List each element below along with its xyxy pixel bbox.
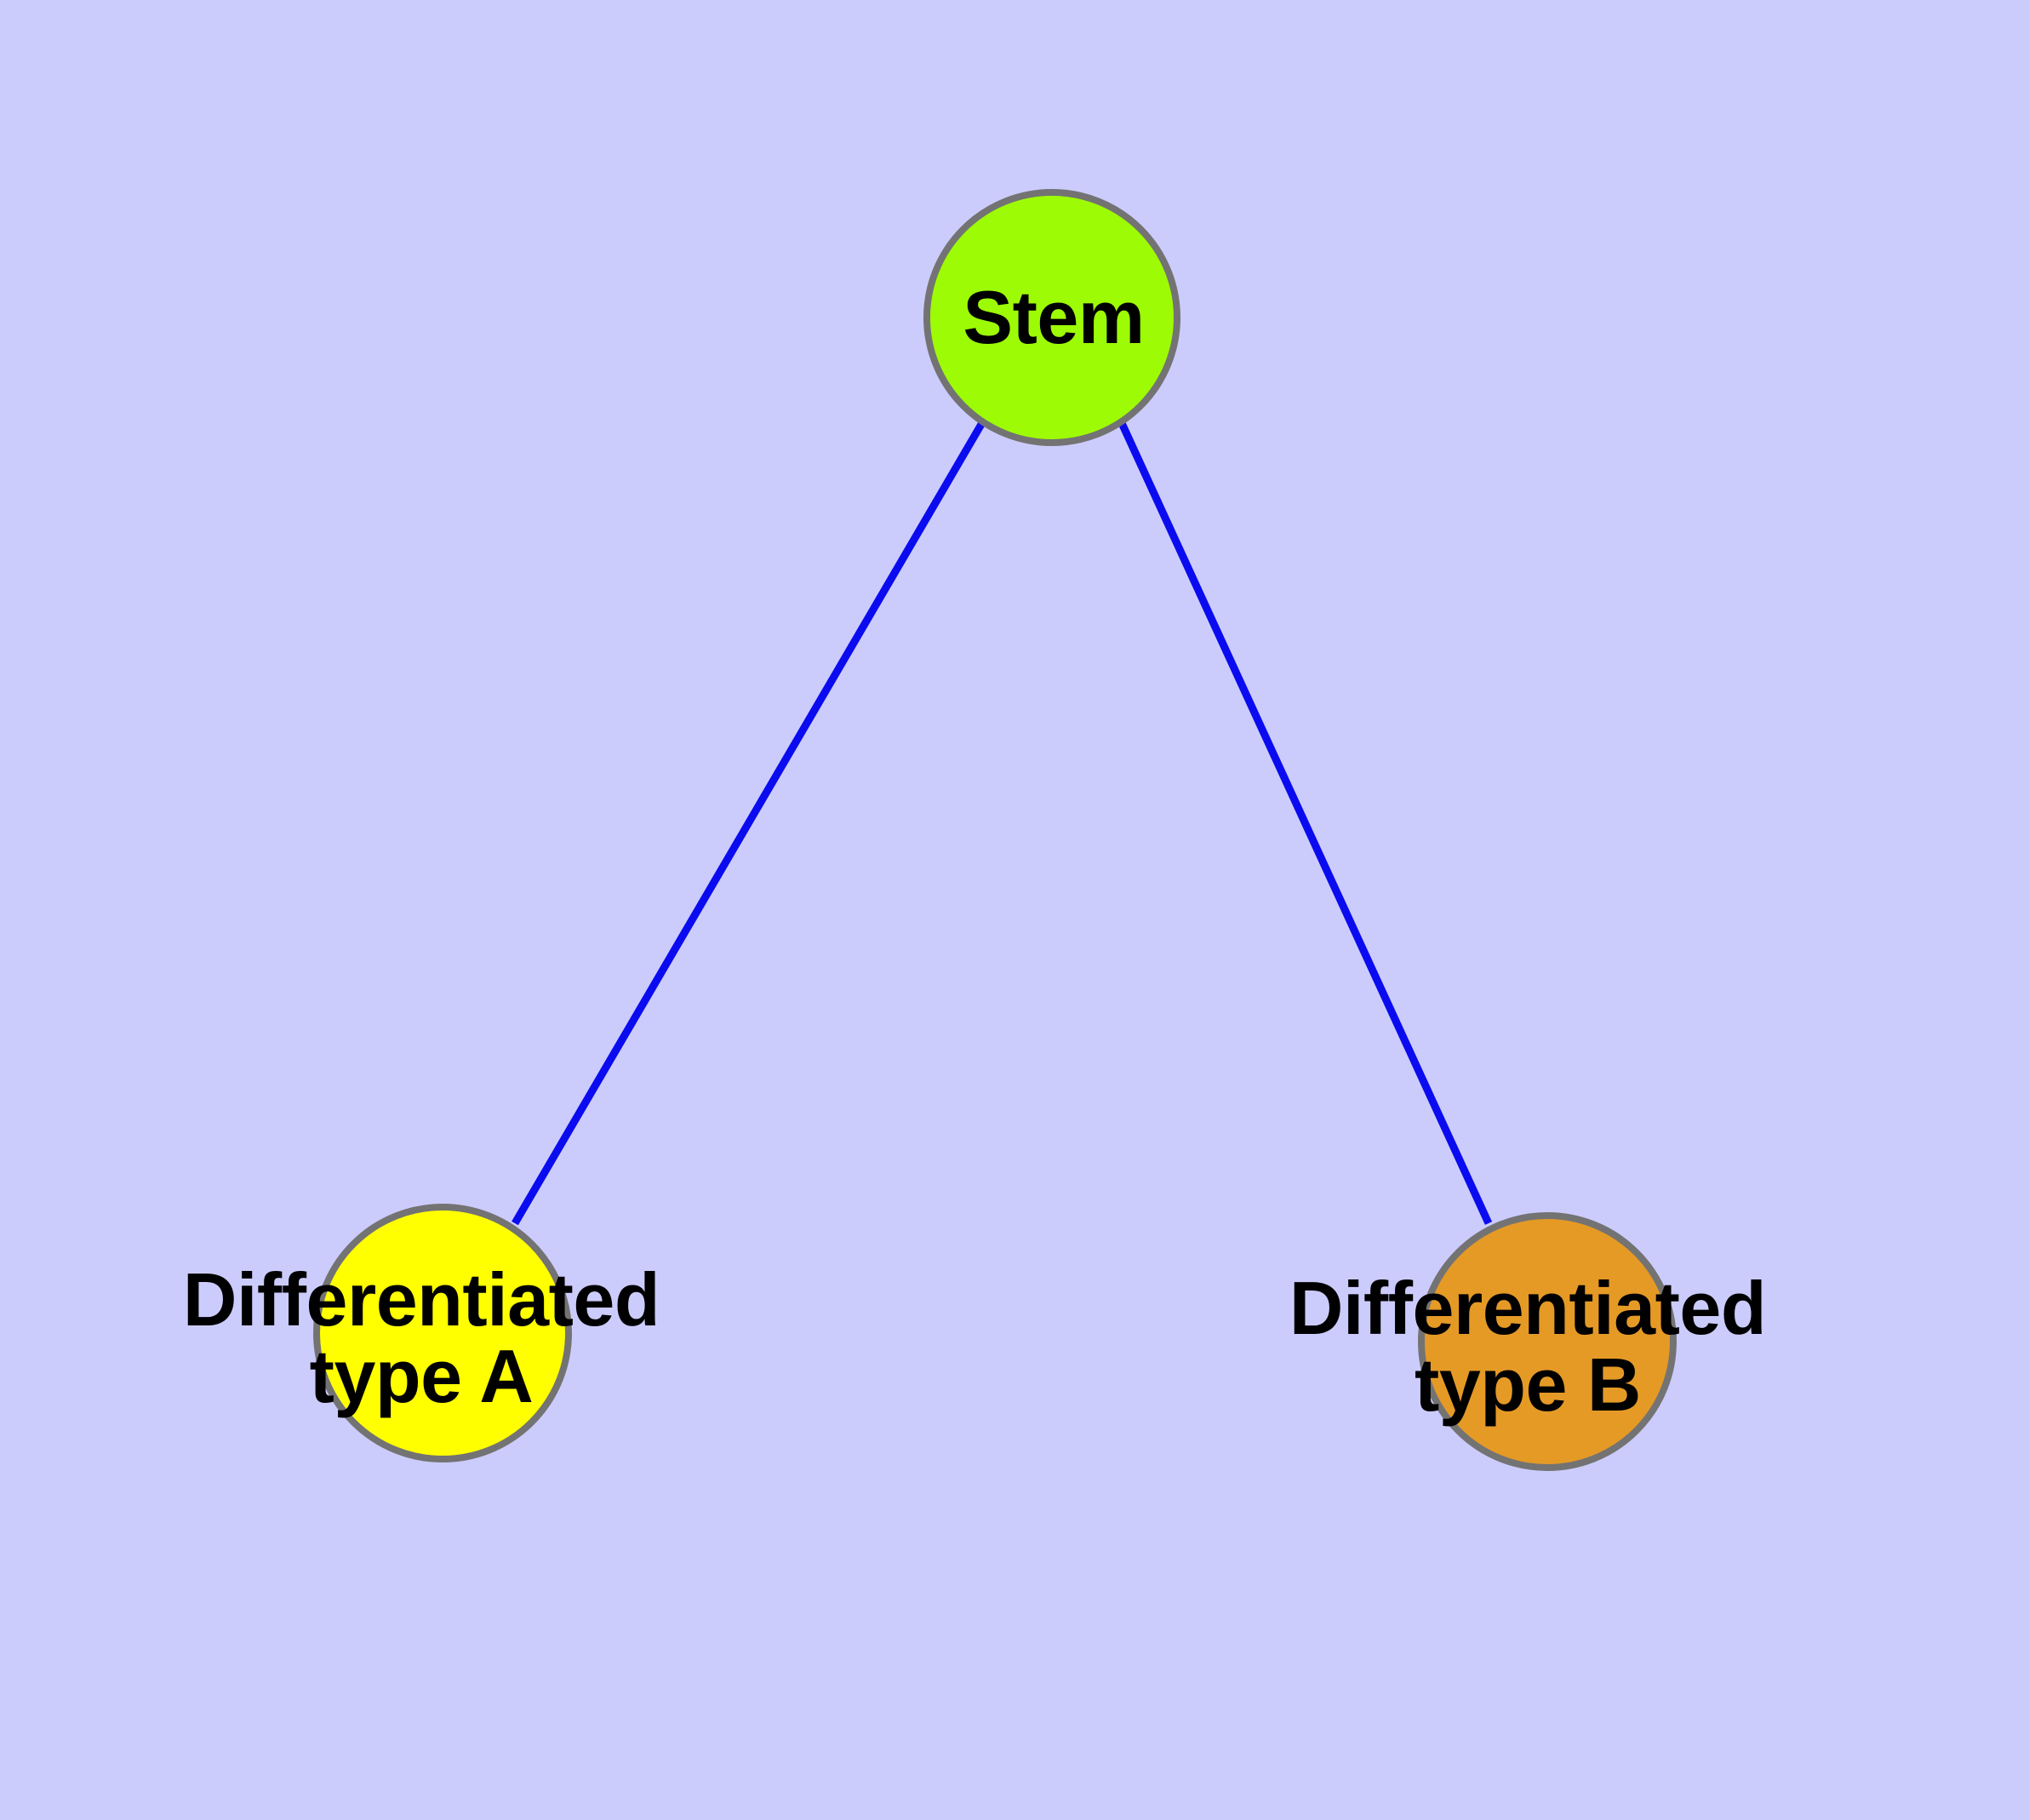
node-stem[interactable]: [923, 189, 1180, 446]
nodes-layer: [313, 189, 1677, 1471]
edges-layer: [512, 419, 1493, 1226]
node-differentiated-type-a[interactable]: [313, 1204, 572, 1462]
node-differentiated-type-b[interactable]: [1418, 1212, 1677, 1471]
edge-stem-to-differentiated-type-b[interactable]: [1117, 421, 1493, 1225]
edge-stem-to-differentiated-type-a[interactable]: [512, 419, 986, 1226]
